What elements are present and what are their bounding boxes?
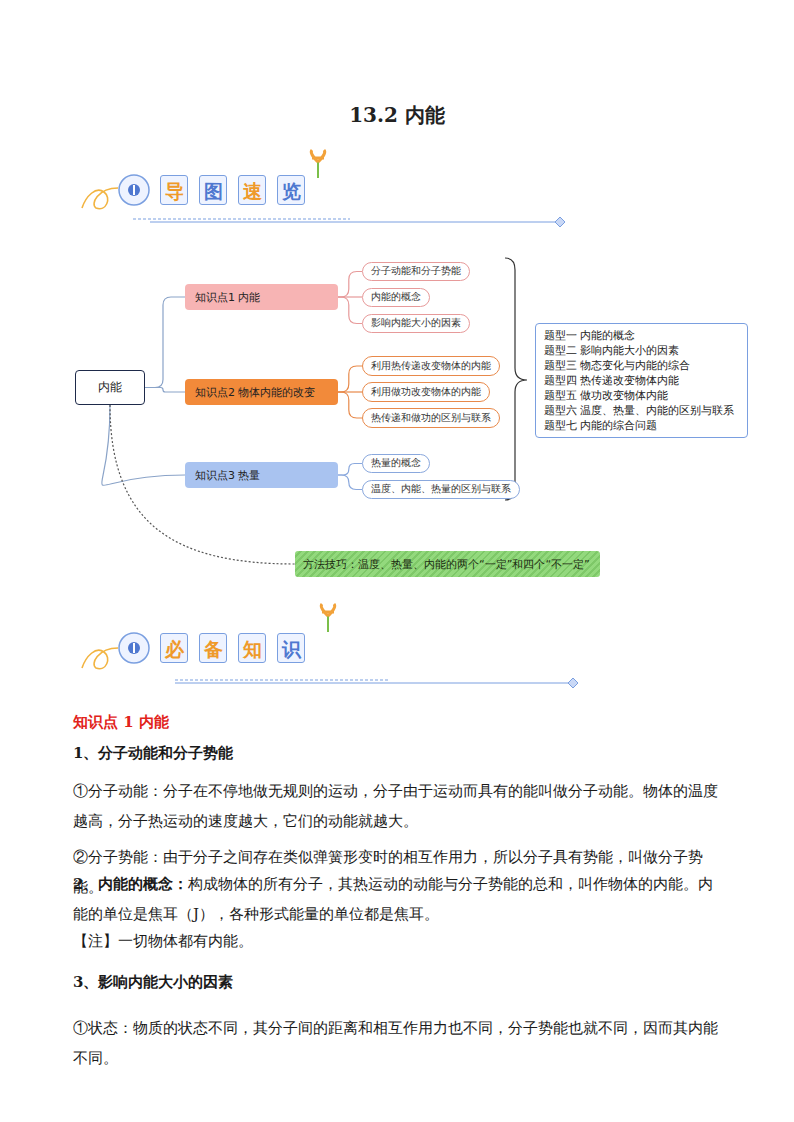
body-text: ①状态：物质的状态不同，其分子间的距离和相互作用力也不同，分子势能也就不同，因而… bbox=[73, 1013, 725, 1073]
leaf-pill: 利用做功改变物体的内能 bbox=[362, 382, 490, 402]
banner-top bbox=[82, 150, 565, 227]
node-label: 知识点2 物体内能的改变 bbox=[195, 385, 328, 400]
node-label: 热传递和做功的区别与联系 bbox=[371, 412, 491, 425]
branch-connector bbox=[145, 388, 185, 393]
branch-connector bbox=[145, 297, 185, 388]
node-label: 题型七 内能的综合问题 bbox=[544, 418, 739, 433]
node-label: 方法技巧：温度、热量、内能的两个“一定”和四个“不一定” bbox=[303, 557, 592, 572]
branch-box: 知识点3 热量 bbox=[185, 462, 338, 488]
node-label: 热量的概念 bbox=[371, 457, 421, 470]
section-heading: 知识点 1 内能 bbox=[73, 707, 725, 737]
node-label: 分子动能和分子势能 bbox=[371, 265, 461, 278]
page-title: 13.2 内能 bbox=[0, 102, 794, 129]
node-label: 温度、内能、热量的区别与联系 bbox=[371, 483, 511, 496]
banner-char: 速 bbox=[238, 175, 266, 205]
branch-box: 知识点2 物体内能的改变 bbox=[185, 379, 338, 405]
banner-char: 知 bbox=[238, 633, 266, 663]
leaf-pill: 热传递和做功的区别与联系 bbox=[362, 408, 500, 428]
node-label: 内能的概念 bbox=[371, 291, 421, 304]
node-label: 知识点1 内能 bbox=[195, 290, 328, 305]
node-label: 题型四 热传递改变物体内能 bbox=[544, 373, 739, 388]
body-text: ①分子动能：分子在不停地做无规则的运动，分子由于运动而具有的能叫做分子动能。物体… bbox=[73, 776, 725, 836]
question-type-list: 题型一 内能的概念题型二 影响内能大小的因素题型三 物态变化与内能的综合题型四 … bbox=[535, 323, 748, 438]
body-paragraph: 2、内能的概念：构成物体的所有分子，其热运动的动能与分子势能的总和，叫作物体的内… bbox=[73, 869, 725, 929]
leaf-pill: 利用热传递改变物体的内能 bbox=[362, 356, 500, 376]
branch-connector bbox=[102, 405, 185, 485]
branch-connector bbox=[338, 392, 362, 418]
node-label: 影响内能大小的因素 bbox=[371, 317, 461, 330]
banner-char: 览 bbox=[277, 175, 305, 205]
leaf-pill: 内能的概念 bbox=[362, 288, 430, 307]
node-label: 题型一 内能的概念 bbox=[544, 328, 739, 343]
subheading: 2、内能的概念： bbox=[73, 875, 188, 893]
leaf-pill: 热量的概念 bbox=[362, 454, 430, 473]
leaf-pill: 温度、内能、热量的区别与联系 bbox=[362, 480, 520, 499]
node-label: 题型三 物态变化与内能的综合 bbox=[544, 358, 739, 373]
subheading: 1、分子动能和分子势能 bbox=[73, 738, 725, 768]
subheading: 3、影响内能大小的因素 bbox=[73, 967, 725, 997]
branch-connector bbox=[338, 464, 362, 476]
central-topic: 内能 bbox=[75, 370, 145, 405]
branch-connector bbox=[338, 475, 362, 490]
method-tip: 方法技巧：温度、热量、内能的两个“一定”和四个“不一定” bbox=[295, 551, 600, 577]
branch-connector bbox=[338, 272, 362, 298]
node-label: 知识点3 热量 bbox=[195, 468, 328, 483]
branch-connector bbox=[338, 297, 362, 324]
node-label: 题型六 温度、热量、内能的区别与联系 bbox=[544, 403, 739, 418]
branch-connector bbox=[338, 366, 362, 392]
leaf-pill: 影响内能大小的因素 bbox=[362, 314, 470, 333]
banner-char: 导 bbox=[160, 175, 188, 205]
leaf-pill: 分子动能和分子势能 bbox=[362, 262, 470, 281]
banner-char: 识 bbox=[277, 633, 305, 663]
body-text: ②分子势能：由于分子之间存在类似弹簧形变时的相互作用力，所以分子具有势能，叫做分… bbox=[73, 842, 725, 902]
banner-char: 必 bbox=[160, 633, 188, 663]
note-text: 【注】一切物体都有内能。 bbox=[73, 926, 725, 956]
node-label: 利用做功改变物体的内能 bbox=[371, 386, 481, 399]
branch-box: 知识点1 内能 bbox=[185, 284, 338, 310]
banner-char: 图 bbox=[199, 175, 227, 205]
node-label: 题型二 影响内能大小的因素 bbox=[544, 343, 739, 358]
banner-bottom bbox=[82, 604, 578, 688]
node-label: 内能 bbox=[98, 379, 122, 396]
banner-char: 备 bbox=[199, 633, 227, 663]
node-label: 题型五 做功改变物体内能 bbox=[544, 388, 739, 403]
curly-brace bbox=[505, 258, 527, 500]
node-label: 利用热传递改变物体的内能 bbox=[371, 360, 491, 373]
